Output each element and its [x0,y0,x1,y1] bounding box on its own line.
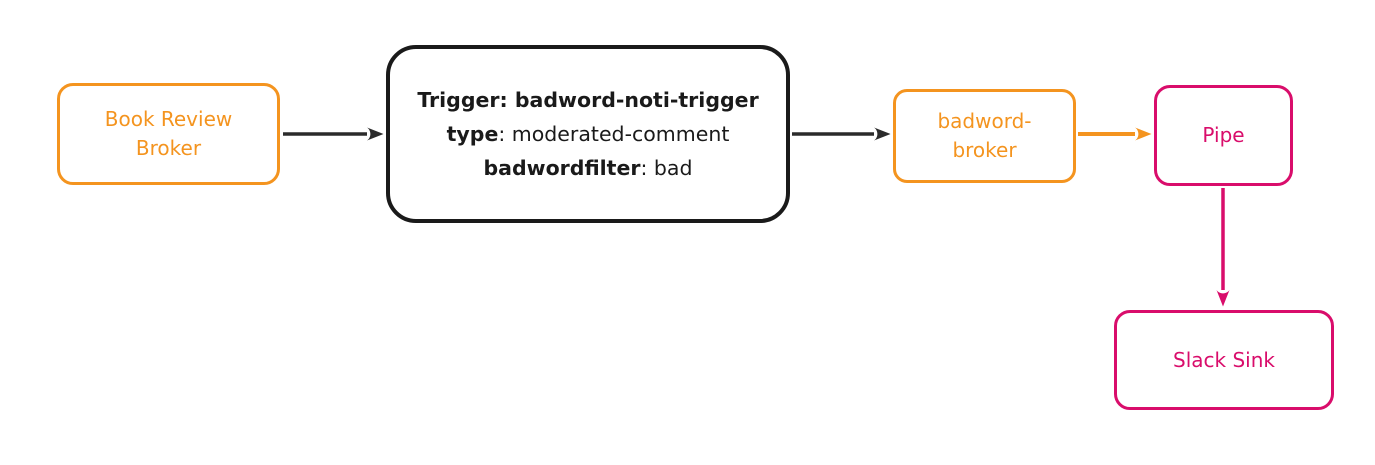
trigger-line-badwordfilter: badwordfilter: bad [483,151,692,185]
trigger-line-name: Trigger: badword-noti-trigger [417,83,758,117]
node-badword-broker: badword-broker [893,89,1076,183]
node-trigger: Trigger: badword-noti-trigger type: mode… [386,45,790,223]
trigger-type-value: : moderated-comment [498,122,730,146]
trigger-type-key: type [446,122,499,146]
trigger-line-type: type: moderated-comment [447,117,730,151]
node-pipe: Pipe [1154,85,1293,186]
badword-broker-label: badword-broker [937,109,1032,162]
trigger-badwordfilter-value: : bad [640,156,693,180]
node-book-review-broker: Book Review Broker [57,83,280,185]
pipe-label: Pipe [1202,123,1245,147]
trigger-name-bold: Trigger: badword-noti-trigger [417,88,759,112]
slack-sink-label: Slack Sink [1173,347,1275,372]
book-review-broker-label: Book Review Broker [104,107,233,160]
node-slack-sink: Slack Sink [1114,310,1334,410]
trigger-badwordfilter-key: badwordfilter [483,156,641,180]
